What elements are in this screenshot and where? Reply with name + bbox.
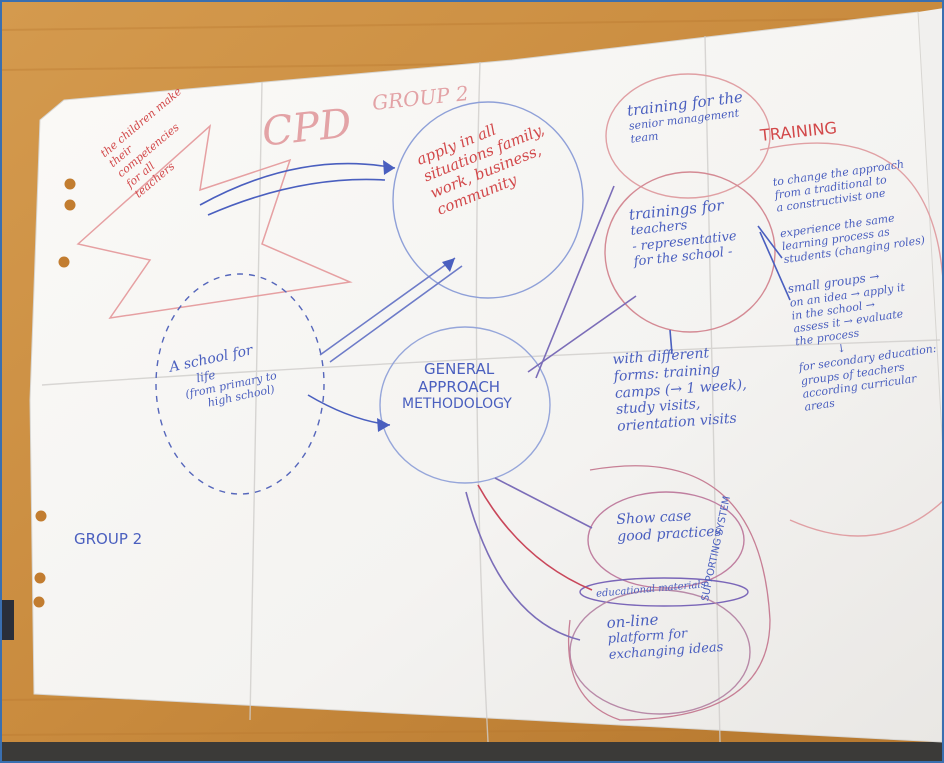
center-node-line: GENERAL <box>424 360 495 378</box>
center-node-line: METHODOLOGY <box>402 396 512 412</box>
materials-oval <box>579 577 749 607</box>
training-teachers-text: trainings for teachers - representative … <box>628 195 739 270</box>
support-loop <box>567 465 771 721</box>
training-top-circle <box>605 73 771 199</box>
connector-arrows <box>199 162 791 641</box>
training-forms-text: with different forms: training camps (→ … <box>612 343 750 436</box>
cable <box>0 600 14 640</box>
training-teachers-circle <box>604 171 776 333</box>
showcase-circle <box>587 491 745 589</box>
dark-floor <box>0 742 944 763</box>
center-node-text: GENERAL APPROACH METHODOLOGY <box>402 360 512 413</box>
online-circle <box>569 589 751 715</box>
center-circle <box>379 326 551 484</box>
online-platform-text: on-line platform for exchanging ideas <box>606 606 724 663</box>
star-shape <box>76 124 353 319</box>
group-label: GROUP 2 <box>74 530 143 548</box>
paper-folds <box>41 35 941 743</box>
showcase-text: Show case good practices <box>616 507 722 546</box>
center-node-line: APPROACH <box>418 378 501 396</box>
left-dashed-circle <box>155 273 325 495</box>
top-circle <box>392 101 584 299</box>
cpd-title: CPD <box>259 100 354 156</box>
punch-holes <box>33 178 76 608</box>
arrow-heads <box>377 160 455 432</box>
